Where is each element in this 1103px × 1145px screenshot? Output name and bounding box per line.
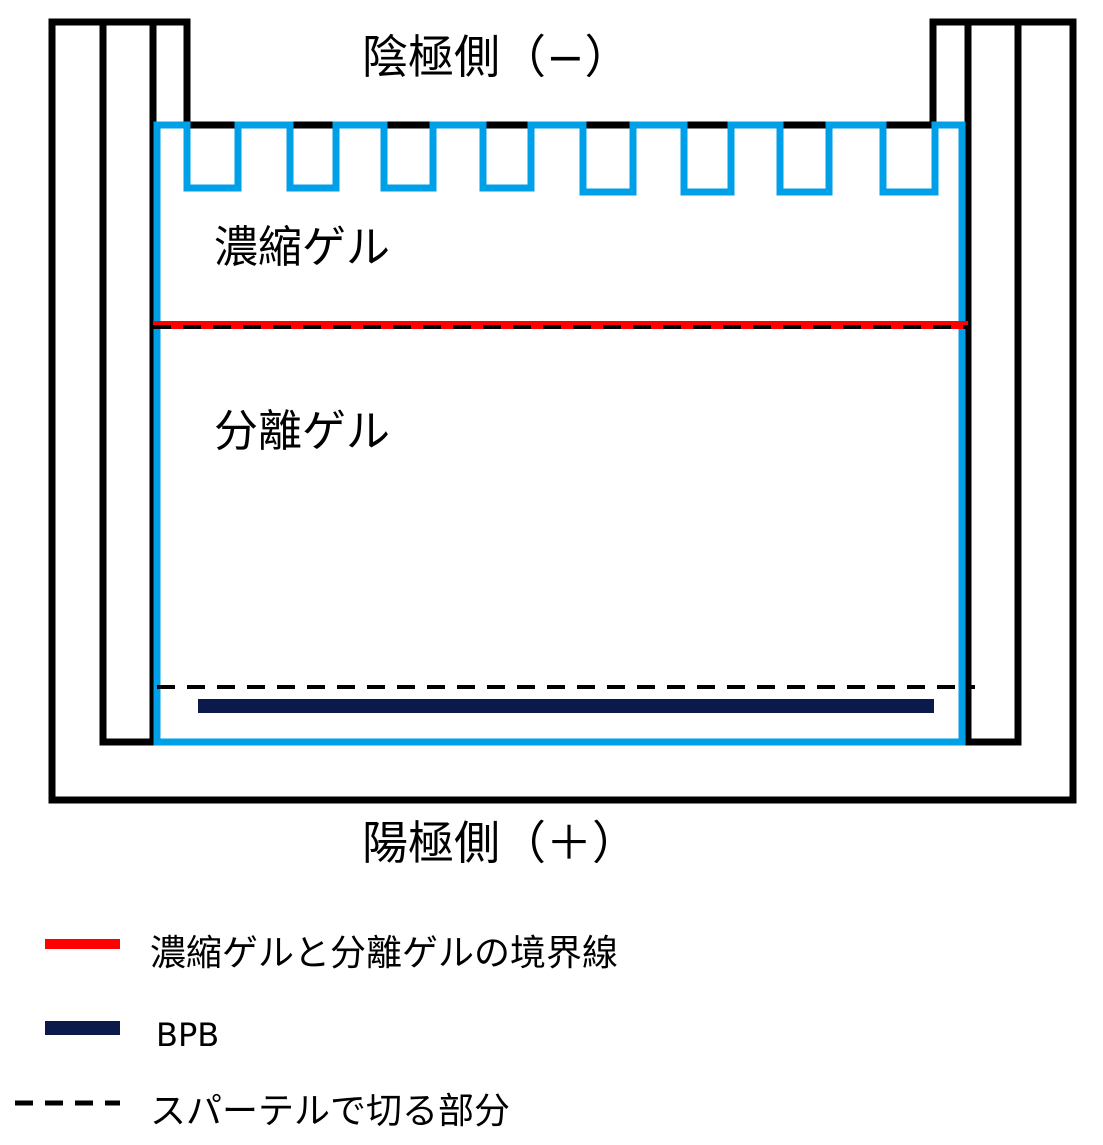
left-plate-outer [99,18,157,746]
cathode-label: 陰極側（−） [362,30,631,84]
separating-gel-label: 分離ゲル [214,406,390,457]
right-plate-outer [964,18,1022,746]
legend-bpb-text: BPB [156,1016,220,1054]
legend-boundary-text: 濃縮ゲルと分離ゲルの境界線 [150,933,619,974]
outer-tank [48,18,1077,804]
anode-label: 陽極側（＋） [362,816,638,870]
legend-cut-text: スパーテルで切る部分 [150,1091,511,1132]
gel-outline [153,121,966,746]
stacking-gel-label: 濃縮ゲル [214,222,390,273]
bpb-band [198,699,934,713]
